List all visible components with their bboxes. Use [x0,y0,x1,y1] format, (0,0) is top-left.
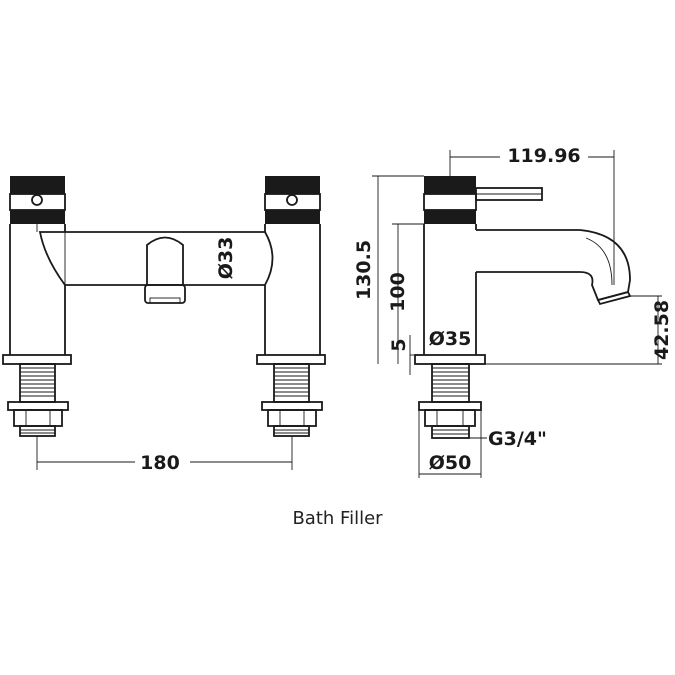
dim-width-between-centres: 180 [140,452,180,474]
front-spout [144,236,186,304]
left-base-plate [2,354,72,365]
right-handle-screw [286,194,298,206]
right-shank [261,363,323,437]
dim-backnut-diameter: Ø50 [429,452,472,474]
right-base-plate [256,354,326,365]
side-view: 119.96 130.5 100 5 Ø35 42.58 G3/4" Ø50 [353,145,673,478]
drawing-caption: Bath Filler [292,508,383,529]
dim-base-height: 5 [388,338,410,351]
left-handle-screw [31,194,43,206]
dim-thread: G3/4" [488,428,547,450]
dim-height-total: 130.5 [353,240,375,300]
right-handle-knurl-bottom [265,210,320,224]
left-pillar [9,176,66,355]
side-spout [476,229,631,302]
left-shank [7,363,69,437]
left-handle-knurl-bottom [10,210,65,224]
right-pillar [264,176,321,355]
dim-height-to-spout: 100 [387,272,409,312]
right-handle-knurl-top [265,176,320,194]
dim-body-diameter: Ø35 [429,328,472,350]
right-handle-collar [264,193,321,211]
side-base-plate [414,354,486,365]
dim-spout-diameter: Ø33 [215,237,237,280]
dim-spout-outlet-height: 42.58 [651,300,673,360]
dim-reach: 119.96 [507,145,580,167]
left-handle-knurl-top [10,176,65,194]
left-handle-collar [9,193,66,211]
front-view: 180 Ø33 [2,176,326,474]
side-handle-knurl-top [424,176,476,194]
side-handle-knurl-bottom [424,210,476,224]
bridge [38,231,274,286]
